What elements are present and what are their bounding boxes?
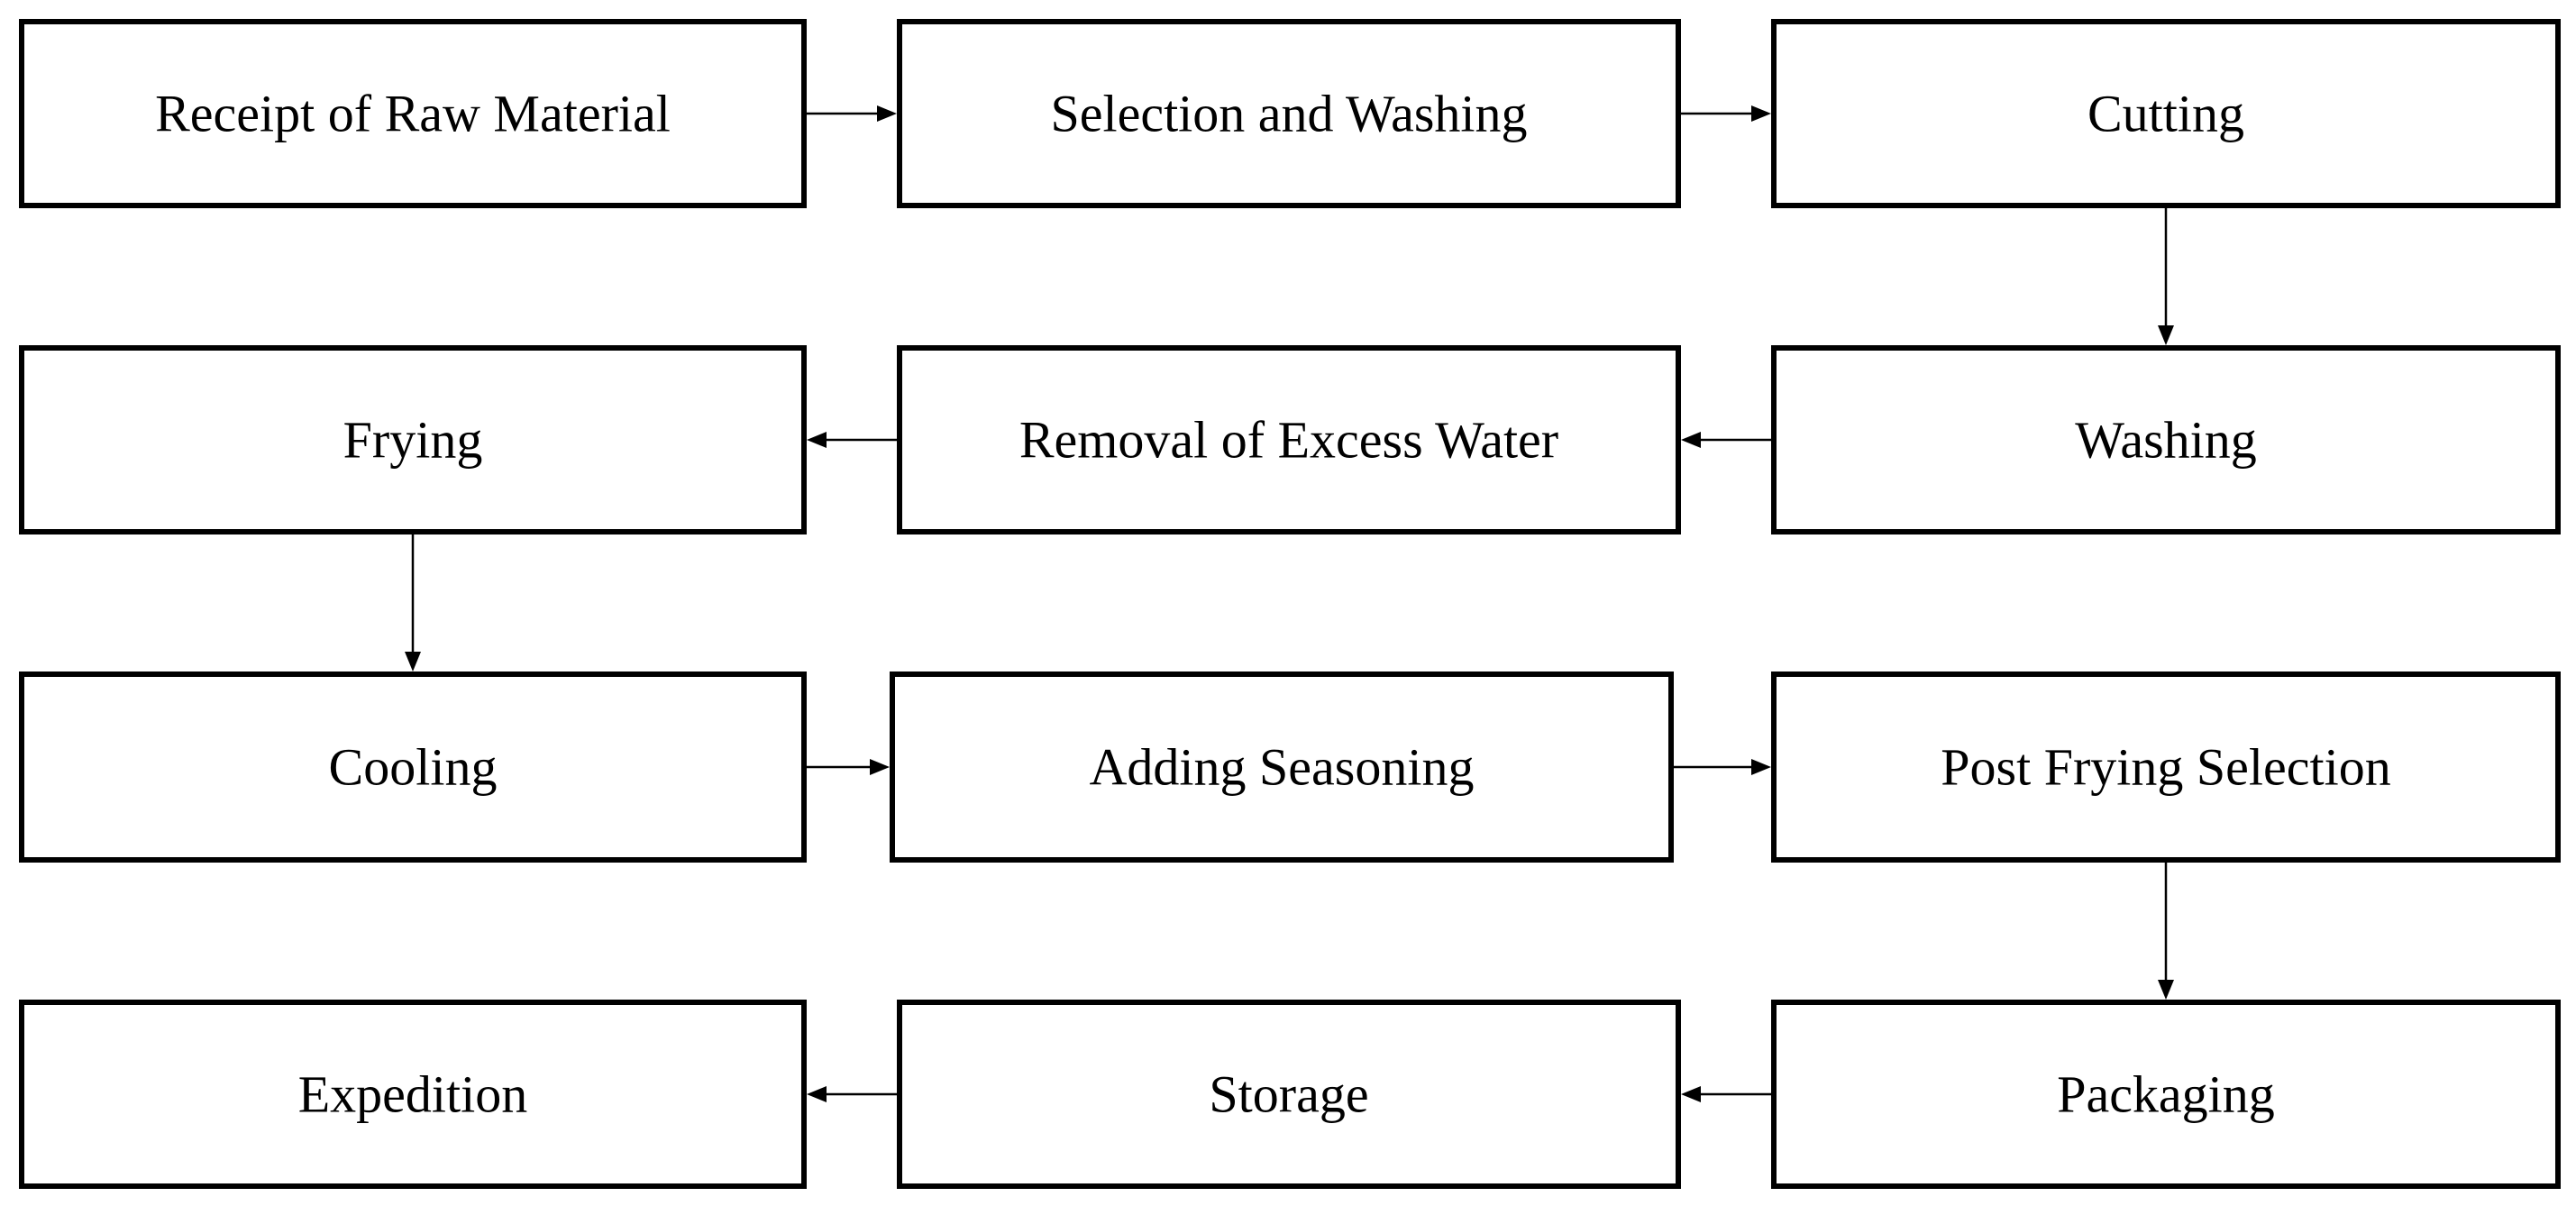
- arrow-adding-seasoning-to-post-frying-selection: [1674, 759, 1771, 775]
- step-box: [19, 672, 807, 863]
- arrow-receipt-to-selection-washing: [807, 105, 897, 122]
- arrow-storage-to-expedition: [807, 1086, 897, 1102]
- flow-steps: Receipt of Raw Material Selection and Was…: [19, 19, 2561, 1189]
- arrow-selection-washing-to-cutting: [1681, 105, 1771, 122]
- step-cooling: Cooling: [19, 672, 807, 863]
- step-receipt: Receipt of Raw Material: [19, 19, 807, 208]
- arrow-head: [1751, 105, 1771, 122]
- step-box: [19, 1000, 807, 1189]
- arrow-cutting-to-washing: [2158, 208, 2174, 345]
- arrow-packaging-to-storage: [1681, 1086, 1771, 1102]
- flow-arrows: [405, 105, 2174, 1102]
- arrow-washing-to-removal-water: [1681, 432, 1771, 448]
- arrow-head: [807, 1086, 827, 1102]
- step-box: [1771, 1000, 2561, 1189]
- step-label: Washing: [2075, 411, 2257, 470]
- step-box: [1771, 345, 2561, 534]
- arrow-frying-to-cooling: [405, 534, 421, 672]
- step-box: [19, 19, 807, 208]
- arrow-post-frying-selection-to-packaging: [2158, 863, 2174, 1000]
- step-label: Packaging: [2057, 1065, 2275, 1124]
- step-adding-seasoning: Adding Seasoning: [890, 672, 1674, 863]
- arrow-head: [2158, 325, 2174, 345]
- arrow-removal-water-to-frying: [807, 432, 897, 448]
- arrow-head: [405, 652, 421, 672]
- step-post-frying-selection: Post Frying Selection: [1771, 672, 2561, 863]
- arrow-head: [2158, 980, 2174, 1000]
- step-removal-water: Removal of Excess Water: [897, 345, 1681, 534]
- step-washing: Washing: [1771, 345, 2561, 534]
- arrow-cooling-to-adding-seasoning: [807, 759, 890, 775]
- step-label: Post Frying Selection: [1941, 738, 2390, 797]
- step-label: Storage: [1209, 1065, 1368, 1124]
- step-label: Adding Seasoning: [1090, 738, 1475, 797]
- step-box: [897, 19, 1681, 208]
- step-label: Cooling: [329, 738, 498, 797]
- step-box: [897, 1000, 1681, 1189]
- step-label: Receipt of Raw Material: [155, 85, 671, 143]
- arrow-head: [1681, 1086, 1701, 1102]
- step-label: Frying: [343, 411, 483, 470]
- step-cutting: Cutting: [1771, 19, 2561, 208]
- arrow-head: [870, 759, 890, 775]
- step-label: Removal of Excess Water: [1019, 411, 1558, 470]
- step-box: [890, 672, 1674, 863]
- step-box: [19, 345, 807, 534]
- step-box: [1771, 672, 2561, 863]
- step-label: Expedition: [298, 1065, 528, 1124]
- step-label: Selection and Washing: [1050, 85, 1527, 143]
- arrow-head: [877, 105, 897, 122]
- step-label: Cutting: [2087, 85, 2244, 143]
- step-box: [1771, 19, 2561, 208]
- step-storage: Storage: [897, 1000, 1681, 1189]
- step-packaging: Packaging: [1771, 1000, 2561, 1189]
- arrow-head: [807, 432, 827, 448]
- arrow-head: [1681, 432, 1701, 448]
- arrow-head: [1751, 759, 1771, 775]
- step-expedition: Expedition: [19, 1000, 807, 1189]
- step-box: [897, 345, 1681, 534]
- step-selection-washing: Selection and Washing: [897, 19, 1681, 208]
- step-frying: Frying: [19, 345, 807, 534]
